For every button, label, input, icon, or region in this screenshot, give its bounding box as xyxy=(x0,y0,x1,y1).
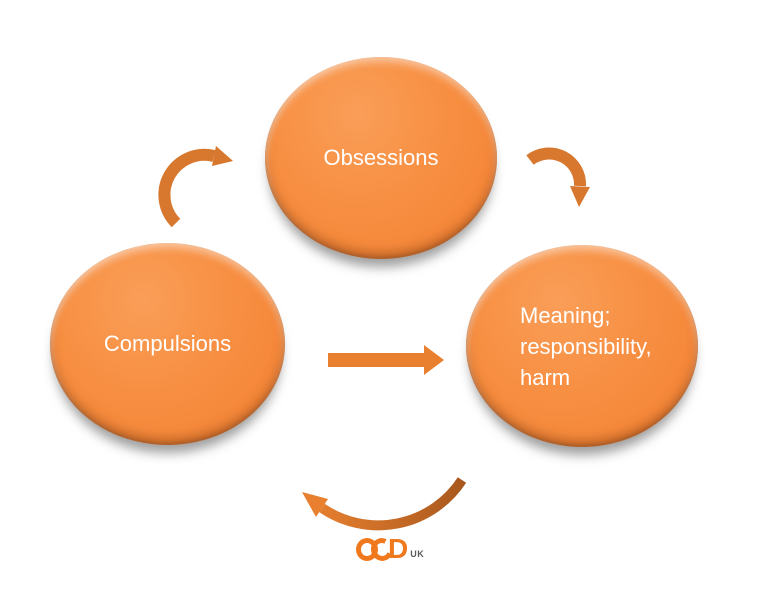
logo-o-ring-icon xyxy=(356,537,378,561)
node-compulsions: Compulsions xyxy=(50,243,285,445)
arc-arrow-obsessions-to-meaning-curve xyxy=(526,147,587,187)
node-meaning: Meaning; responsibility, harm xyxy=(466,245,698,447)
arc-arrow-compulsions-to-obsessions-curve xyxy=(158,148,216,228)
node-compulsions-label: Compulsions xyxy=(103,331,232,356)
node-meaning-label-line3: harm xyxy=(520,364,571,390)
ocduk-logo: D UK xyxy=(356,533,425,564)
arc-arrow-meaning-to-compulsions xyxy=(302,477,467,531)
logo-d-letter: D xyxy=(388,533,409,564)
straight-arrow-compulsions-to-meaning xyxy=(328,345,444,375)
arc-arrow-obsessions-to-meaning-head xyxy=(570,186,590,207)
arc-arrow-meaning-to-compulsions-head xyxy=(302,492,328,517)
arc-arrow-obsessions-to-meaning xyxy=(526,147,590,207)
arc-arrow-compulsions-to-obsessions xyxy=(158,146,233,228)
node-meaning-label-line1: Meaning; xyxy=(520,302,611,328)
arc-arrow-meaning-to-compulsions-curve xyxy=(319,477,467,531)
arc-arrow-compulsions-to-obsessions-head xyxy=(212,146,233,166)
node-obsessions: Obsessions xyxy=(265,57,497,259)
logo-uk-suffix: UK xyxy=(410,549,425,559)
node-obsessions-label: Obsessions xyxy=(323,145,439,170)
node-meaning-label-line2: responsibility, xyxy=(520,333,652,359)
